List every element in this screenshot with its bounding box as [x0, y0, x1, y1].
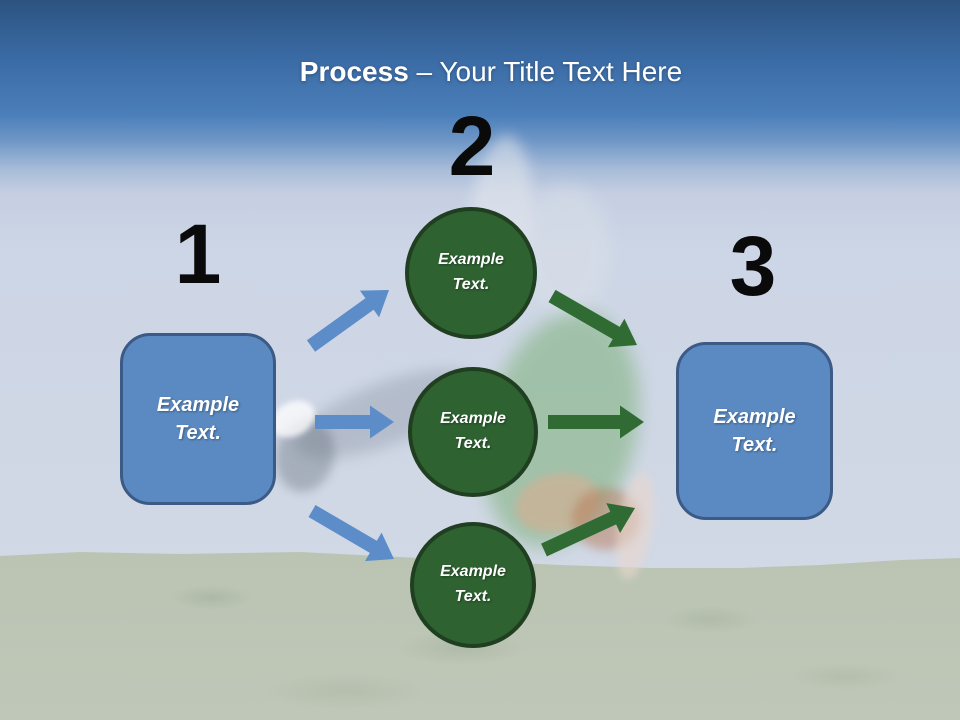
arrow-green-from-bottom-circle: [541, 503, 635, 557]
circle-middle-line2: Text.: [454, 435, 492, 452]
right-example-box: Example Text.: [676, 342, 833, 520]
circle-top-text: Example Text.: [438, 248, 504, 298]
photo-shorts: [520, 185, 610, 315]
left-box-line2: Text.: [175, 422, 221, 444]
right-box-text: Example Text.: [713, 403, 795, 459]
circle-bottom-line1: Example: [440, 563, 506, 581]
arrow-blue-to-bottom-circle: [308, 505, 394, 562]
step-number-2: 2: [448, 99, 496, 193]
title-bold-text: Process: [299, 56, 409, 87]
arrow-blue-to-middle-circle: [315, 405, 394, 439]
circle-bottom-text: Example Text.: [440, 560, 506, 610]
circle-middle-text: Example Text.: [440, 407, 506, 457]
arrow-green-from-top-circle: [548, 289, 637, 348]
circle-top: Example Text.: [405, 207, 537, 339]
circle-middle: Example Text.: [408, 367, 538, 497]
circle-top-line1: Example: [438, 251, 504, 269]
right-box-line2: Text.: [731, 434, 778, 456]
step-number-1: 1: [174, 207, 222, 301]
title-regular-text: – Your Title Text Here: [416, 56, 683, 87]
arrow-green-from-middle-circle: [548, 405, 644, 439]
left-box-text: Example Text.: [157, 391, 239, 447]
circle-bottom-line2: Text.: [454, 588, 492, 605]
step-number-3: 3: [729, 219, 777, 313]
right-box-line1: Example: [713, 406, 796, 428]
circle-middle-line1: Example: [440, 410, 506, 428]
left-example-box: Example Text.: [120, 333, 276, 505]
circle-bottom: Example Text.: [410, 522, 536, 648]
circle-top-line2: Text.: [452, 276, 490, 293]
arrow-blue-to-top-circle: [306, 290, 389, 352]
slide-title: Process – Your Title Text Here: [300, 56, 682, 88]
left-box-line1: Example: [156, 394, 240, 416]
